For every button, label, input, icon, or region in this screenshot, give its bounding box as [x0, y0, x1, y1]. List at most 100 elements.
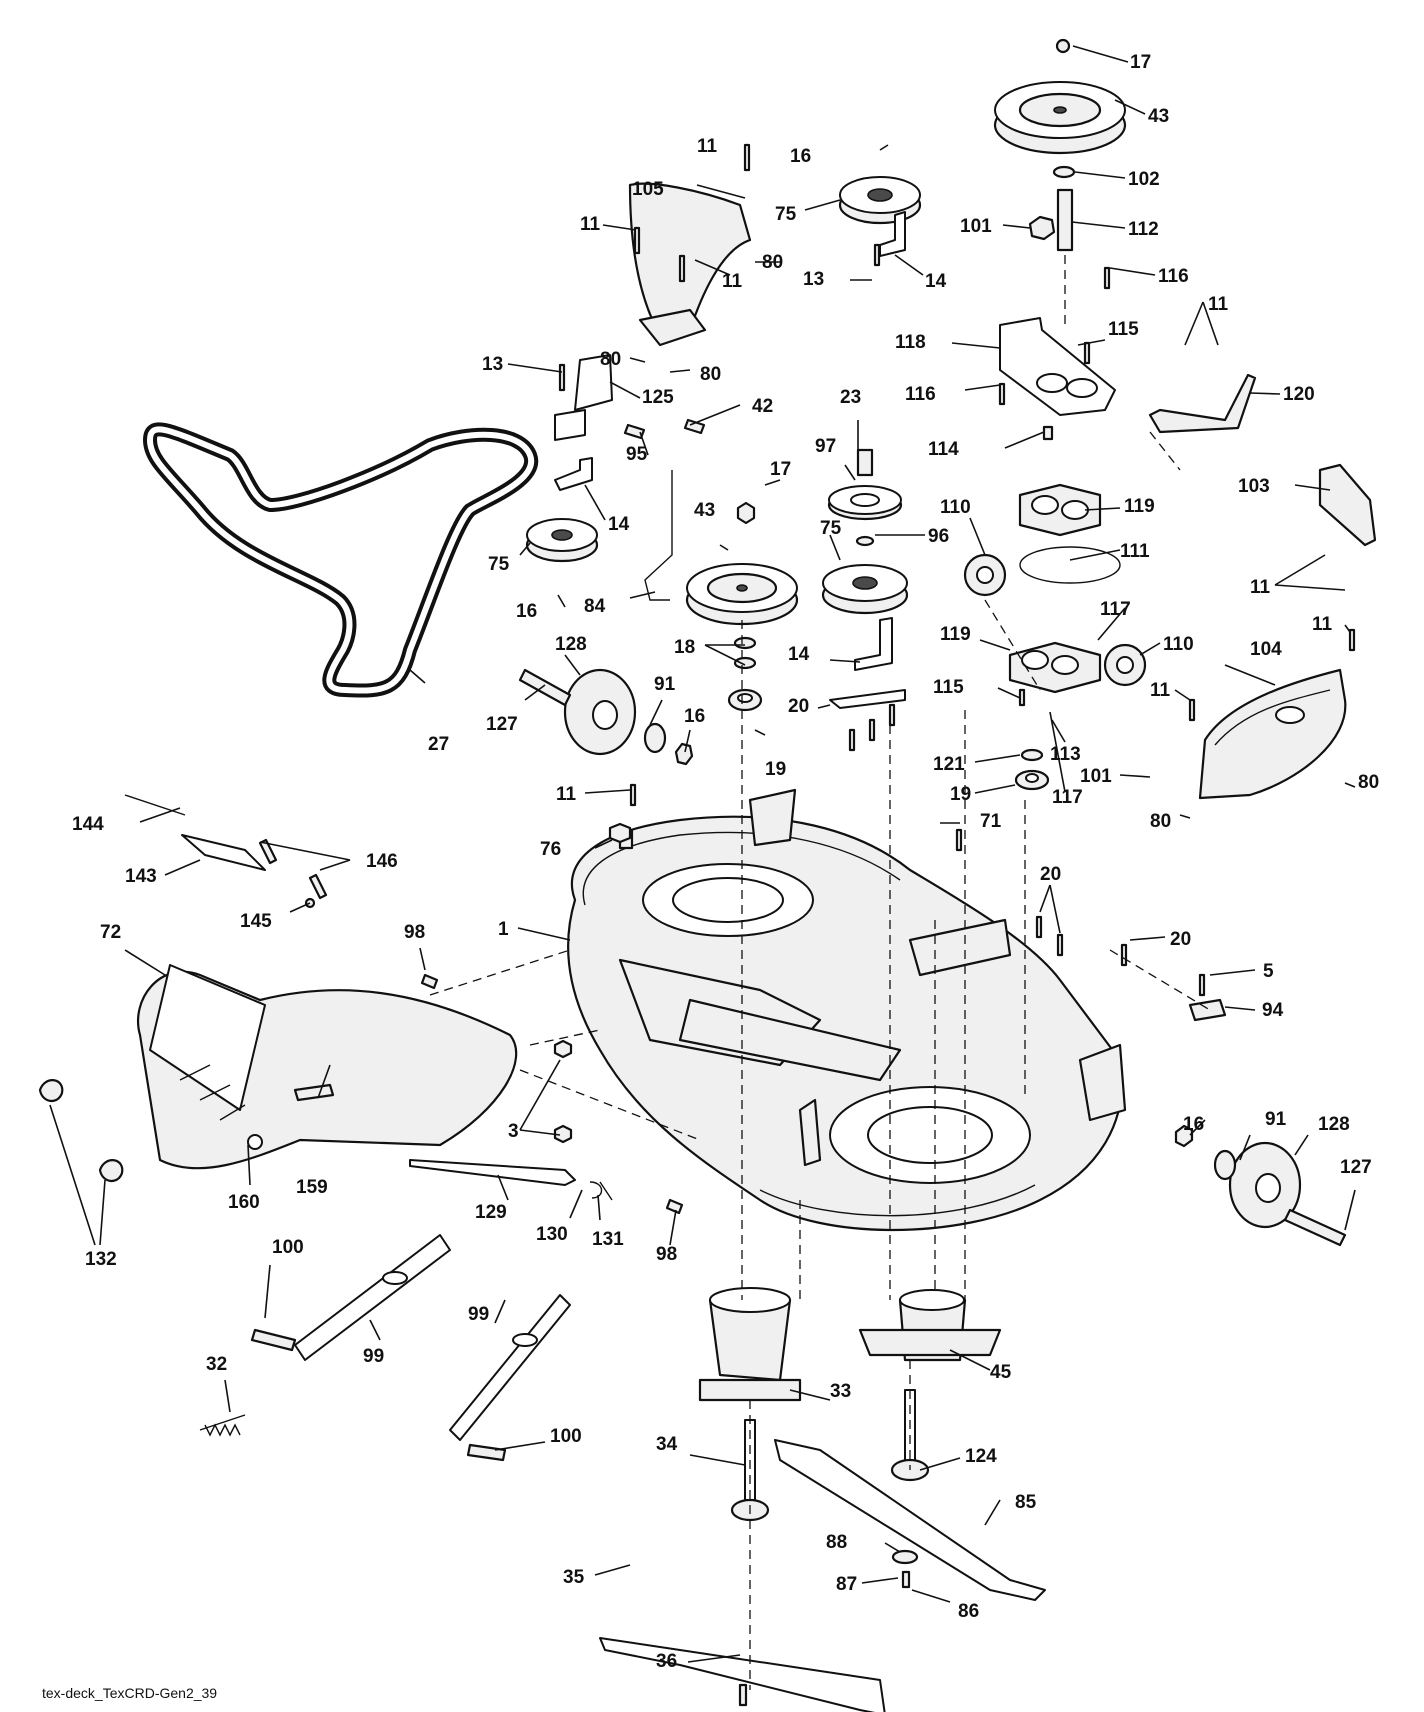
callout-114: 114 — [928, 439, 959, 460]
callout-99: 99 — [363, 1346, 384, 1367]
belt-cover-left — [628, 182, 752, 347]
callout-100: 100 — [550, 1426, 582, 1447]
callout-11: 11 — [1150, 680, 1171, 701]
callout-127: 127 — [1340, 1157, 1372, 1178]
callout-18: 18 — [674, 637, 695, 658]
belt-cover-small — [1318, 463, 1377, 547]
callout-16: 16 — [516, 601, 537, 622]
callout-128: 128 — [555, 634, 587, 655]
callout-5: 5 — [1263, 961, 1274, 982]
callout-113: 113 — [1050, 744, 1081, 765]
callout-3: 3 — [508, 1121, 519, 1142]
callout-102: 102 — [1128, 169, 1160, 190]
callout-80: 80 — [762, 252, 783, 273]
callout-87: 87 — [836, 1574, 857, 1595]
callout-36: 36 — [656, 1651, 677, 1672]
callout-34: 34 — [656, 1434, 678, 1455]
callout-129: 129 — [475, 1202, 507, 1223]
callout-11: 11 — [556, 784, 577, 805]
callout-43: 43 — [694, 500, 715, 521]
callout-125: 125 — [642, 387, 674, 408]
callout-127: 127 — [486, 714, 518, 735]
callout-119: 119 — [940, 624, 971, 645]
callout-95: 95 — [626, 444, 648, 465]
deck-hanger-arms — [199, 1234, 571, 1462]
drive-belt — [143, 422, 539, 698]
callout-14: 14 — [608, 514, 630, 535]
callout-72: 72 — [100, 922, 121, 943]
callout-98: 98 — [404, 922, 425, 943]
callout-146: 146 — [366, 851, 398, 872]
callout-94: 94 — [1262, 1000, 1284, 1021]
callout-11: 11 — [697, 136, 718, 157]
fasteners — [420, 143, 1356, 1215]
callout-128: 128 — [1318, 1114, 1350, 1135]
callout-33: 33 — [830, 1381, 851, 1402]
callout-labels: 17 43 102 101 112 116 11 105 11 11 80 16… — [72, 52, 1379, 1672]
callout-71: 71 — [980, 811, 1002, 832]
callout-144: 144 — [72, 814, 104, 835]
diagram-reference-code: tex-deck_TexCRD-Gen2_39 — [42, 1685, 217, 1701]
callout-120: 120 — [1283, 384, 1315, 405]
callout-97: 97 — [815, 436, 836, 457]
callout-96: 96 — [928, 526, 949, 547]
callout-leaders — [49, 45, 1356, 1663]
callout-17: 17 — [770, 459, 791, 480]
callout-11: 11 — [722, 271, 743, 292]
callout-103: 103 — [1238, 476, 1270, 497]
callout-85: 85 — [1015, 1492, 1037, 1513]
callout-16: 16 — [684, 706, 705, 727]
callout-80: 80 — [600, 349, 621, 370]
drive-pulley-top — [993, 38, 1127, 330]
callout-131: 131 — [592, 1229, 624, 1250]
callout-110: 110 — [1163, 634, 1194, 655]
linkage-rod — [409, 1159, 613, 1201]
idler-pulleys — [525, 176, 922, 615]
callout-76: 76 — [540, 839, 561, 860]
discharge-chute — [38, 964, 518, 1182]
mower-deck-housing — [567, 788, 1127, 1232]
callout-98: 98 — [656, 1244, 677, 1265]
callout-86: 86 — [958, 1601, 979, 1622]
gearbox-plate — [999, 317, 1257, 441]
callout-91: 91 — [654, 674, 676, 695]
callout-101: 101 — [960, 216, 992, 237]
callout-11: 11 — [1312, 614, 1333, 635]
callout-117: 117 — [1052, 787, 1083, 808]
callout-27: 27 — [428, 734, 449, 755]
mower-blades — [599, 1439, 1046, 1712]
callout-13: 13 — [803, 269, 824, 290]
callout-19: 19 — [950, 784, 971, 805]
assembly-lines — [429, 431, 1211, 1690]
callout-17: 17 — [1130, 52, 1151, 73]
callout-75: 75 — [775, 204, 797, 225]
callout-14: 14 — [788, 644, 810, 665]
callout-117: 117 — [1100, 599, 1131, 620]
callout-88: 88 — [826, 1532, 847, 1553]
callout-20: 20 — [788, 696, 809, 717]
brackets — [554, 211, 906, 709]
mulch-plug-assembly — [124, 794, 328, 909]
callout-105: 105 — [632, 179, 664, 200]
callout-160: 160 — [228, 1192, 260, 1213]
callout-124: 124 — [965, 1446, 997, 1467]
callout-14: 14 — [925, 271, 947, 292]
callout-80: 80 — [700, 364, 721, 385]
callout-11: 11 — [1208, 294, 1229, 315]
callout-143: 143 — [125, 866, 157, 887]
gear-set — [963, 483, 1147, 791]
callout-42: 42 — [752, 396, 773, 417]
callout-115: 115 — [1108, 319, 1139, 340]
callout-99: 99 — [468, 1304, 489, 1325]
callout-75: 75 — [488, 554, 510, 575]
gauge-wheels — [518, 668, 1347, 1247]
callout-132: 132 — [85, 1249, 117, 1270]
blade-spindles — [698, 1287, 1002, 1522]
callout-16: 16 — [1183, 1114, 1204, 1135]
callout-13: 13 — [482, 354, 503, 375]
callout-11: 11 — [580, 214, 601, 235]
callout-20: 20 — [1170, 929, 1191, 950]
callout-16: 16 — [790, 146, 811, 167]
callout-80: 80 — [1358, 772, 1379, 793]
